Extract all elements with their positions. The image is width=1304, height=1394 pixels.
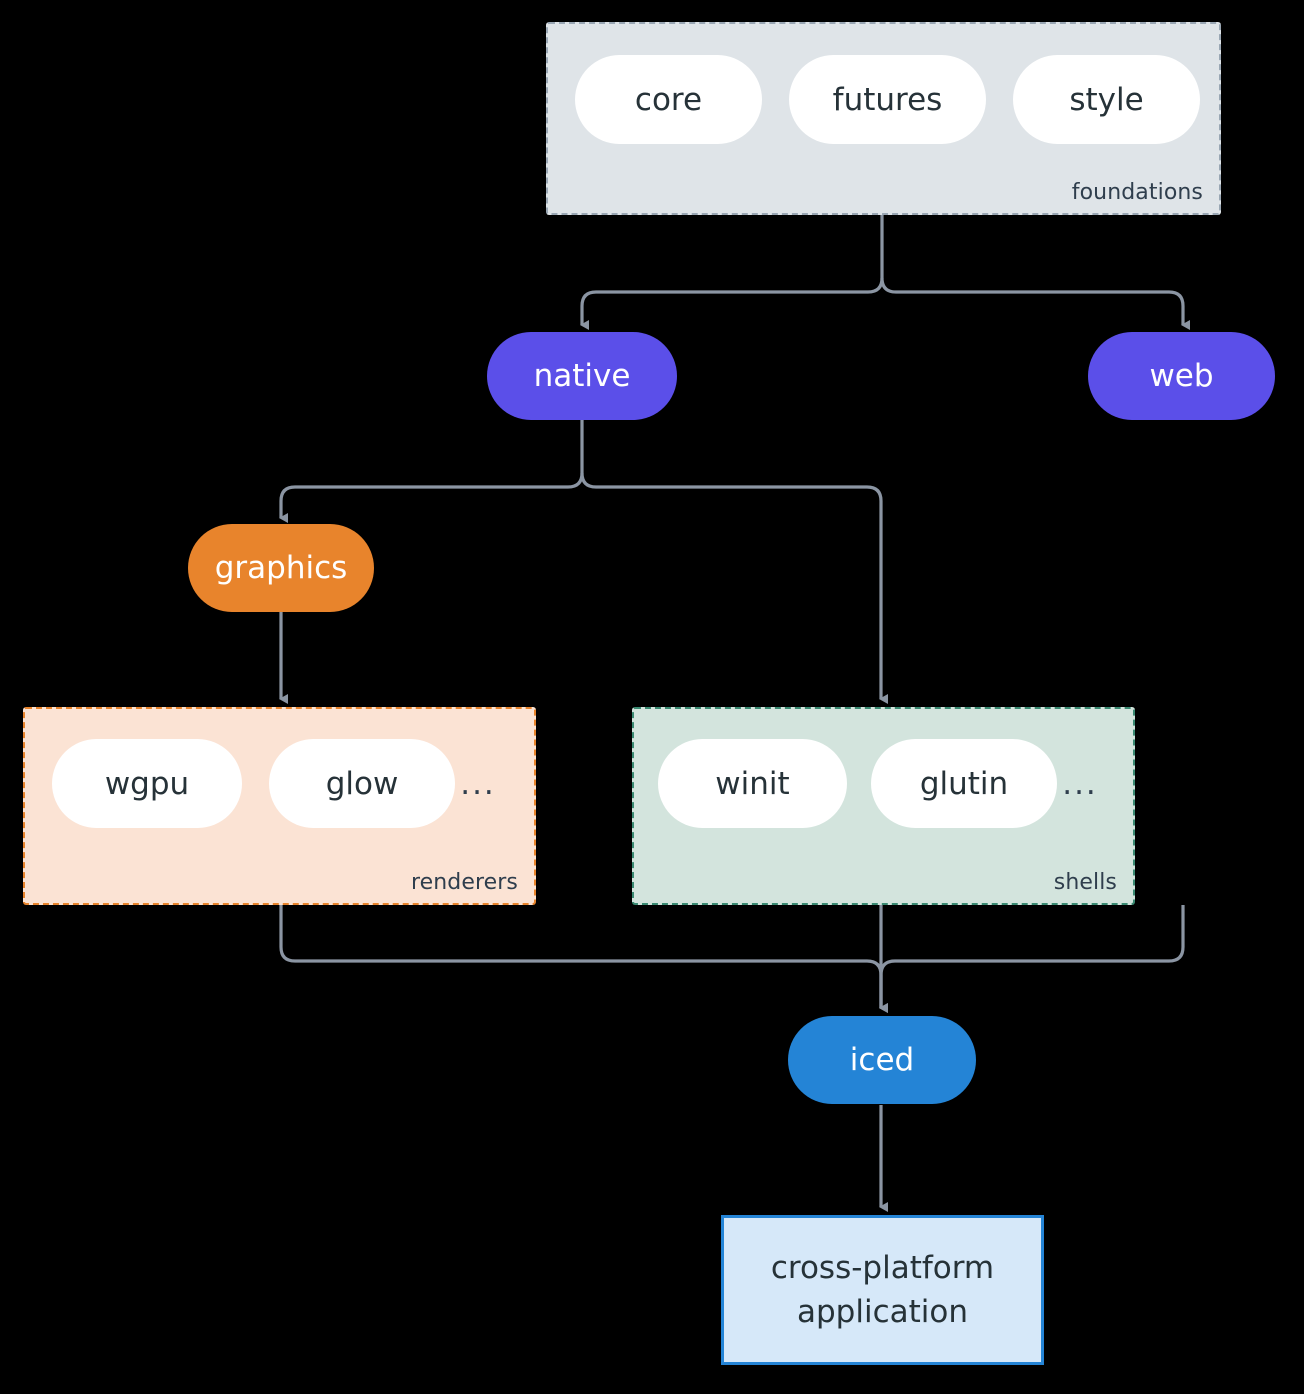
node-iced[interactable]: iced [788,1016,976,1104]
edge-renderers-to-iced [279,905,888,1013]
edge-native-to-shells [580,472,888,704]
node-web[interactable]: web [1088,332,1275,420]
leaf-core[interactable]: core [575,55,762,144]
node-native-label: native [533,358,631,394]
leaf-wgpu[interactable]: wgpu [52,739,242,828]
leaf-style[interactable]: style [1013,55,1200,144]
leaf-core-label: core [634,81,703,118]
shells-more-indicator: ... [1057,739,1103,828]
leaf-style-label: style [1069,81,1144,118]
node-application-line2: application [797,1294,968,1330]
group-renderers: wgpu glow ... renderers [23,707,536,905]
leaf-wgpu-label: wgpu [104,765,190,802]
leaf-glutin[interactable]: glutin [871,739,1057,828]
edge-foundations-to-web [880,277,1190,330]
shells-items: winit glutin ... [658,739,1103,828]
leaf-winit[interactable]: winit [658,739,847,828]
group-shells-label: shells [1053,870,1117,895]
group-renderers-label: renderers [410,870,518,895]
renderers-items: wgpu glow ... [52,739,501,828]
leaf-futures[interactable]: futures [789,55,986,144]
node-web-label: web [1149,358,1214,394]
group-foundations-label: foundations [1071,180,1203,205]
leaf-futures-label: futures [832,81,943,118]
node-graphics-label: graphics [214,550,348,586]
group-foundations: core futures style foundations [546,22,1221,215]
node-application[interactable]: cross-platform application [721,1215,1044,1365]
node-native[interactable]: native [487,332,677,420]
edge-native-to-graphics [279,420,584,523]
foundations-items: core futures style [575,55,1200,144]
renderers-more-indicator: ... [455,739,501,828]
leaf-glutin-label: glutin [919,765,1009,802]
leaf-glow[interactable]: glow [269,739,455,828]
edge-web-to-iced [879,905,1185,1013]
edge-foundations-to-native [580,215,884,330]
leaf-glow-label: glow [325,765,399,802]
node-application-line1: cross-platform [770,1249,995,1286]
node-iced-label: iced [849,1042,915,1078]
group-shells: winit glutin ... shells [632,707,1135,905]
shells-more-label: ... [1062,765,1098,802]
leaf-winit-label: winit [715,765,790,802]
node-graphics[interactable]: graphics [188,524,374,612]
renderers-more-label: ... [460,765,496,802]
